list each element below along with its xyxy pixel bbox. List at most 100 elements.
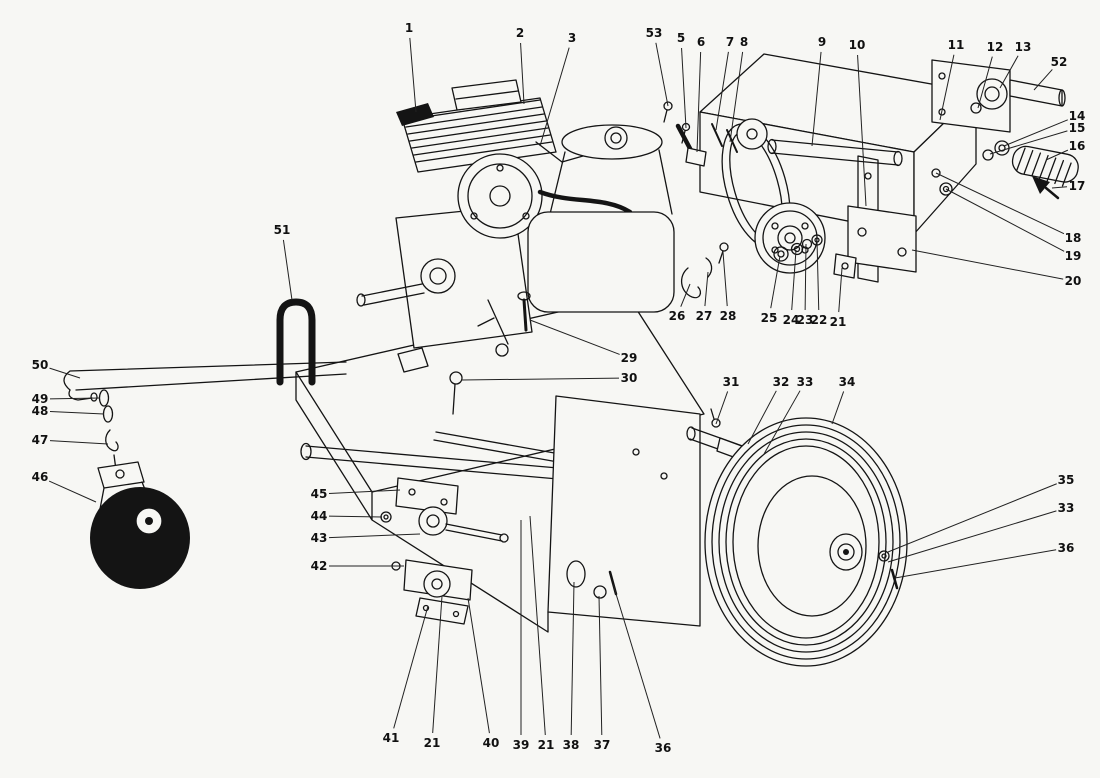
leader-line-3 [539,47,570,147]
callout-8: 8 [740,35,748,49]
leader-line-2 [520,42,525,105]
callout-21: 21 [830,315,847,329]
handle-grip [1011,145,1079,187]
callout-25: 25 [761,311,778,325]
leader-line-28 [722,251,728,307]
callout-14: 14 [1069,109,1086,123]
leader-line-14 [1003,119,1068,147]
callout-26: 26 [669,309,686,323]
callout-3: 3 [568,31,576,45]
drive-sprocket [681,202,857,299]
callout-35: 35 [1058,473,1075,487]
leader-line-36 [894,549,1057,579]
callout-22: 22 [811,313,828,327]
callout-24: 24 [783,313,800,327]
small-hardware [449,101,738,415]
leader-line-10 [857,54,867,207]
leader-line-50 [49,367,81,379]
leader-line-7 [715,51,729,131]
callout-48: 48 [32,404,49,418]
leader-line-6 [696,51,702,153]
leader-line-21 [432,595,443,734]
leader-line-16 [1045,149,1069,161]
callout-52: 52 [1051,55,1068,69]
callout-34: 34 [839,375,856,389]
fuel-tank [527,124,675,313]
callout-6: 6 [697,35,705,49]
u-bolt [276,298,316,386]
leader-line-38 [570,581,575,736]
callout-27: 27 [696,309,713,323]
callout-38: 38 [563,738,580,752]
leader-line-41 [393,605,429,729]
leader-line-26 [680,283,691,307]
callout-21: 21 [538,738,555,752]
callout-18: 18 [1065,231,1082,245]
handle-tube [63,361,347,402]
leader-line-1 [409,37,417,113]
callout-16: 16 [1069,139,1086,153]
callout-50: 50 [32,358,49,372]
leader-line-40 [467,597,490,734]
callout-49: 49 [32,392,49,406]
leader-line-17 [1051,186,1068,189]
callout-36: 36 [655,741,672,755]
callout-42: 42 [311,559,328,573]
callout-31: 31 [723,375,740,389]
leader-line-23 [804,243,807,311]
leader-line-9 [811,51,822,147]
support-strap [847,155,917,283]
axle-shaft [767,138,903,167]
leader-line-51 [282,239,293,301]
callout-12: 12 [987,40,1004,54]
leader-line-20 [911,249,1064,280]
leader-line-33 [887,510,1057,563]
leader-line-52 [1033,69,1053,91]
leader-line-12 [977,56,993,109]
callout-1: 1 [405,21,413,35]
callout-33: 33 [797,375,814,389]
leader-line-35 [887,483,1057,553]
leader-line-24 [791,249,797,311]
leader-line-27 [704,271,709,307]
callout-13: 13 [1015,40,1032,54]
direction-arrow [1032,176,1060,200]
callout-43: 43 [311,531,328,545]
leader-line-43 [328,533,421,539]
leader-line-45 [328,489,401,495]
leader-line-5 [681,47,687,129]
leader-line-29 [529,319,620,355]
callout-32: 32 [773,375,790,389]
leader-line-34 [831,391,845,425]
leader-line-21 [529,515,546,736]
frame [295,295,705,633]
leader-line-36 [612,583,661,739]
callout-41: 41 [383,731,400,745]
callout-17: 17 [1069,179,1086,193]
callout-5: 5 [677,31,685,45]
callout-47: 47 [32,433,49,447]
callout-33: 33 [1058,501,1075,515]
leader-line-32 [747,390,777,445]
callout-39: 39 [513,738,530,752]
callout-9: 9 [818,35,826,49]
leader-line-25 [770,255,781,309]
callout-45: 45 [311,487,328,501]
callout-53: 53 [646,26,663,40]
callout-40: 40 [483,736,500,750]
leader-line-11 [939,54,955,121]
leader-line-33 [763,390,801,455]
leader-line-48 [49,410,105,415]
leader-line-30 [461,377,620,381]
callout-20: 20 [1065,274,1082,288]
callout-23: 23 [797,313,814,327]
leader-line-31 [715,391,729,425]
callout-2: 2 [516,26,524,40]
pulley-brackets [380,477,509,625]
main-wheel [704,417,908,667]
engine-assembly [356,79,697,357]
end-plate [931,59,1066,161]
